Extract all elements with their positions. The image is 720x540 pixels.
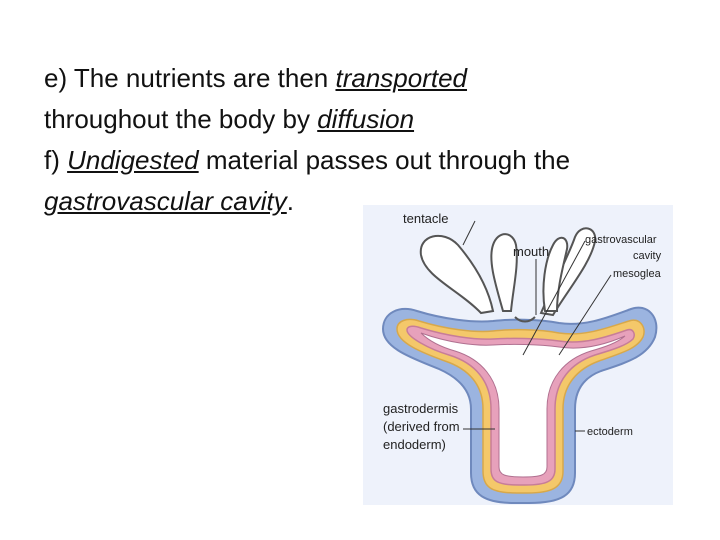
label-gastrodermis-2: (derived from — [383, 419, 460, 434]
label-gastrovascular-2: cavity — [633, 250, 662, 262]
point-f-line-1: f) Undigested material passes out throug… — [44, 140, 684, 181]
label-tentacle: tentacle — [403, 211, 449, 226]
label-gastrodermis-1: gastrodermis — [383, 401, 459, 416]
hydra-cross-section-diagram: tentacle mouth gastrovascular cavity mes… — [363, 205, 673, 505]
point-e-text-2: throughout the body by — [44, 104, 318, 134]
label-gastrovascular-1: gastrovascular — [585, 234, 657, 246]
mesoglea-leader — [558, 274, 612, 356]
point-e-text: e) The nutrients are then — [44, 63, 336, 93]
label-mesoglea: mesoglea — [613, 268, 662, 280]
label-ectoderm: ectoderm — [587, 426, 633, 438]
term-transported: transported — [335, 63, 468, 93]
middle-left-tentacle — [490, 233, 518, 312]
label-mouth: mouth — [513, 244, 549, 259]
term-gastrovascular-cavity: gastrovascular cavity — [44, 186, 287, 216]
point-e-line-2: throughout the body by diffusion — [44, 99, 684, 140]
point-f-prefix: f) — [44, 145, 68, 175]
slide-text: e) The nutrients are then transported th… — [44, 58, 684, 222]
gastrovascular-cavity-space — [420, 332, 626, 478]
mouth-opening — [514, 316, 536, 323]
tentacle-leader — [462, 220, 476, 246]
point-f-text: material passes out through the — [198, 145, 571, 175]
middle-right-tentacle — [542, 236, 569, 312]
term-undigested: Undigested — [67, 145, 199, 175]
point-f-period: . — [286, 186, 294, 216]
term-diffusion: diffusion — [317, 104, 415, 134]
label-gastrodermis-3: endoderm) — [383, 437, 446, 452]
gastrovascular-leader — [522, 240, 586, 356]
left-tentacle — [419, 235, 495, 315]
point-e-line-1: e) The nutrients are then transported — [44, 58, 684, 99]
point-f-line-2: gastrovascular cavity. — [44, 181, 684, 222]
